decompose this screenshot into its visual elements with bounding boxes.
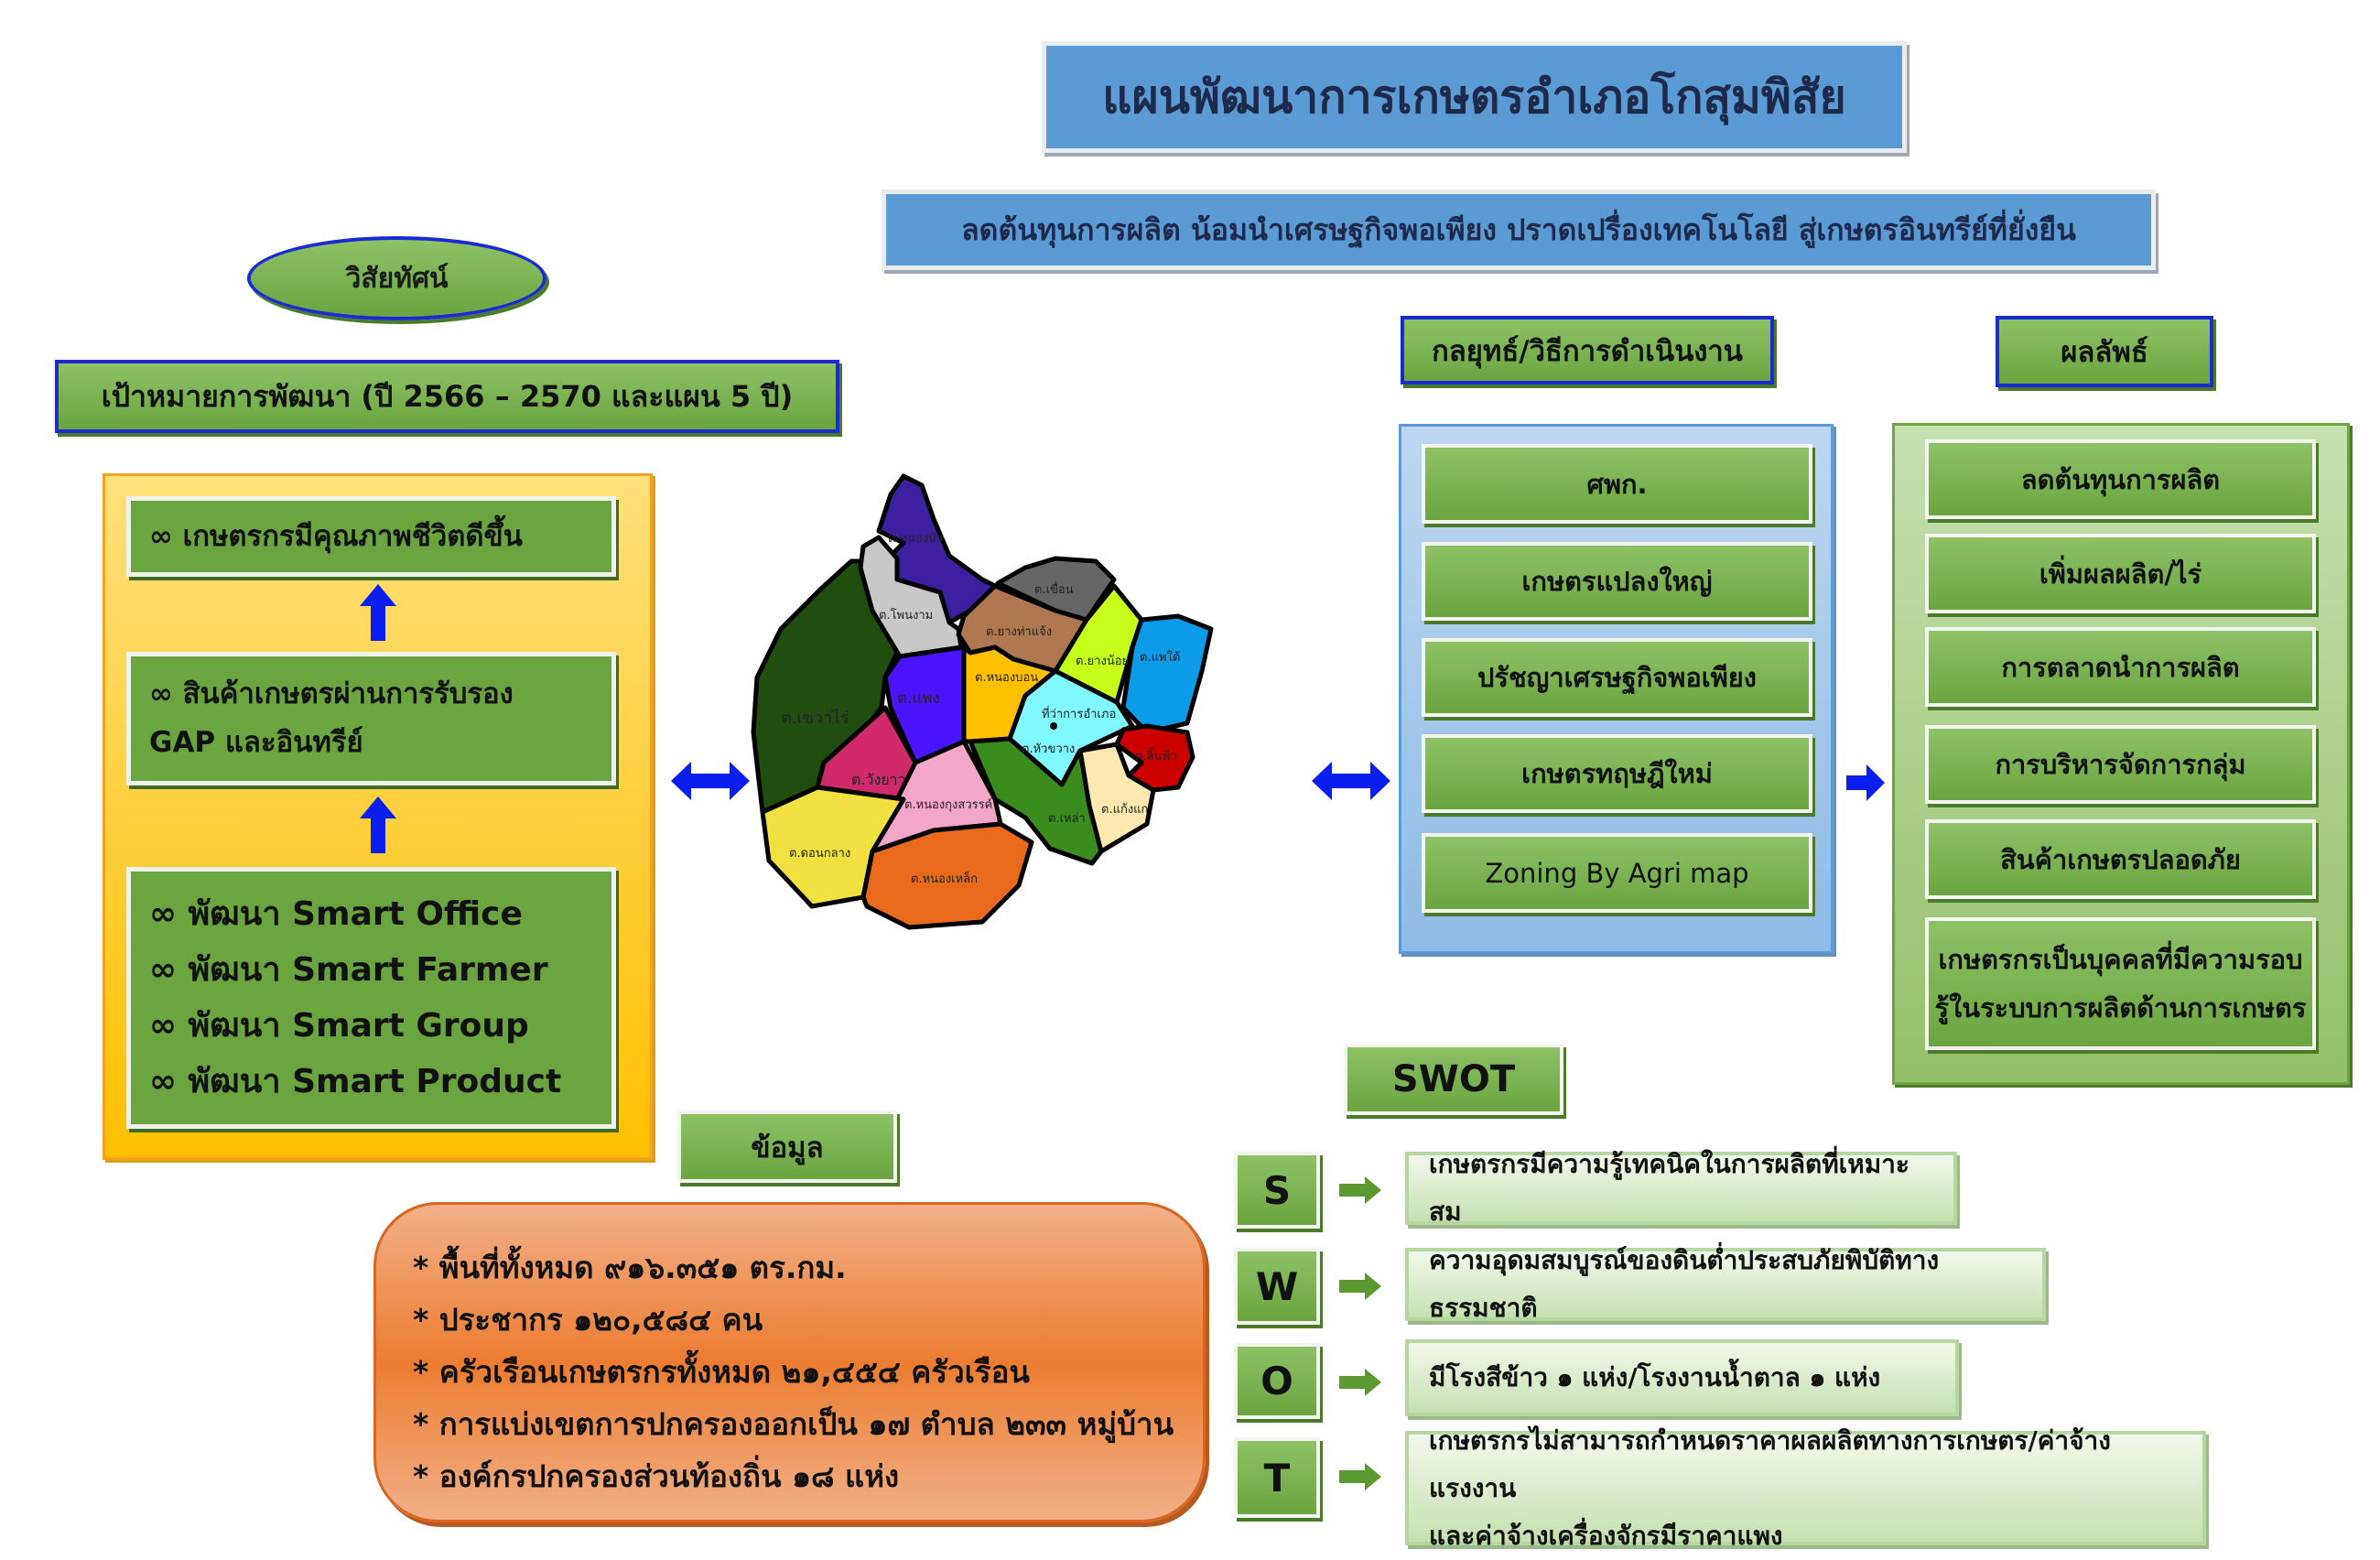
data-line: * การแบ่งเขตการปกครองออกเป็น ๑๗ ตำบล ๒๓๓… xyxy=(413,1406,1174,1442)
swot-letter-t: T xyxy=(1234,1437,1320,1518)
map-region-nonglek xyxy=(860,821,1034,930)
district-office-marker xyxy=(1050,722,1057,730)
right-arrow-icon xyxy=(1339,1273,1381,1300)
goal-text: ∞ สินค้าเกษตรผ่านการรับรอง xyxy=(149,677,514,711)
map-label: ต.ลิ้นฟ้า xyxy=(1135,747,1177,764)
slogan-banner: ลดต้นทุนการผลิต น้อมนำเศรษฐกิจพอเพียง ปร… xyxy=(882,190,2156,270)
map-region-phonngam xyxy=(858,535,964,659)
map-region-linfa xyxy=(1114,723,1195,793)
result-item: ลดต้นทุนการผลิต xyxy=(1925,439,2316,519)
map-label: ต.เหล่า xyxy=(1048,812,1086,826)
map-label: ต.หนองกุงสวรรค์ xyxy=(904,797,992,812)
map-label: ต.แก้งแก xyxy=(1101,803,1148,817)
map-label: ต.วังยาว xyxy=(851,771,906,788)
map-label: ที่ว่าการอำเภอ xyxy=(1042,706,1116,721)
swot-text: เกษตรกรมีความรู้เทคนิคในการผลิตที่เหมาะส… xyxy=(1429,1149,1909,1227)
right-arrow-icon xyxy=(1339,1369,1381,1396)
map-region-faetai xyxy=(1120,613,1214,735)
data-line: * พื้นที่ทั้งหมด ๙๑๖.๓๕๑ ตร.กม. xyxy=(413,1250,847,1285)
map-label: ต.ดอนกลาง xyxy=(789,847,850,861)
map-label: ต.แพใต้ xyxy=(1140,650,1180,665)
goal-header: เป้าหมายการพัฒนา (ปี 2566 – 2570 และแผน … xyxy=(55,360,839,433)
swot-text: มีโรงสีข้าว ๑ แห่ง/โรงงานน้ำตาล ๑ แห่ง xyxy=(1429,1362,1881,1392)
results-header: ผลลัพธ์ xyxy=(1996,316,2213,387)
district-data-box: * พื้นที่ทั้งหมด ๙๑๖.๓๕๑ ตร.กม. * ประชาก… xyxy=(373,1202,1206,1522)
goal-text: ∞ พัฒนา Smart Group xyxy=(149,1007,529,1045)
vision-label: วิสัยทัศน์ xyxy=(247,236,546,320)
strategy-item: ศพก. xyxy=(1422,444,1812,524)
map-label: ต.แพง xyxy=(897,689,940,708)
strategy-header: กลยุทธ์/วิธีการดำเนินงาน xyxy=(1401,316,1774,385)
map-label: ต.เขื่อน xyxy=(1034,581,1074,597)
double-arrow-icon xyxy=(671,762,750,800)
map-label: ต.โพนงาม xyxy=(879,608,933,623)
result-text: รู้ในระบบการผลิตด้านการเกษตร xyxy=(1934,991,2307,1024)
result-item: สินค้าเกษตรปลอดภัย xyxy=(1925,819,2316,899)
goal-text: ∞ พัฒนา Smart Office xyxy=(149,894,523,933)
swot-threat: เกษตรกรไม่สามารถกำหนดราคาผลผลิตทางการเกษ… xyxy=(1405,1425,2206,1551)
strategy-item: ปรัชญาเศรษฐกิจพอเพียง xyxy=(1422,638,1812,717)
swot-text: เกษตรกรไม่สามารถกำหนดราคาผลผลิตทางการเกษ… xyxy=(1429,1425,2111,1503)
swot-opportunity: มีโรงสีข้าว ๑ แห่ง/โรงงานน้ำตาล ๑ แห่ง xyxy=(1405,1339,1959,1416)
double-arrow-icon xyxy=(1312,762,1390,800)
swot-strength: เกษตรกรมีความรู้เทคนิคในการผลิตที่เหมาะส… xyxy=(1405,1149,1957,1227)
data-line: * ครัวเรือนเกษตรกรทั้งหมด ๒๑,๔๕๔ ครัวเรื… xyxy=(413,1354,1030,1390)
data-header: ข้อมูล xyxy=(677,1110,897,1183)
goal-text: ∞ พัฒนา Smart Product xyxy=(149,1063,562,1101)
strategy-item: เกษตรแปลงใหญ่ xyxy=(1422,542,1812,621)
map-label: ต.ยางน้อย xyxy=(1076,655,1129,668)
right-arrow-icon xyxy=(1339,1463,1381,1490)
page-title: แผนพัฒนาการเกษตรอำเภอโกสุมพิสัย xyxy=(1042,41,1907,153)
data-line: * องค์กรปกครองส่วนท้องถิ่น ๑๘ แห่ง xyxy=(413,1458,900,1494)
result-item: การบริหารจัดการกลุ่ม xyxy=(1925,725,2316,804)
result-item: การตลาดนำการผลิต xyxy=(1925,627,2316,707)
goal-text: ∞ เกษตรกรมีคุณภาพชีวิตดีขึ้น xyxy=(149,519,523,553)
map-region-kaengkae xyxy=(1077,742,1156,854)
goal-smart-programs: ∞ พัฒนา Smart Office ∞ พัฒนา Smart Farme… xyxy=(126,867,616,1129)
swot-header: SWOT xyxy=(1344,1044,1563,1115)
map-label: ต.หนองบัว xyxy=(888,532,943,546)
strategy-item: Zoning By Agri map xyxy=(1422,833,1812,913)
district-map: ต.หนองบัว ต.โพนงาม ต.เขื่อน ต.ยางท่าแจ้ง… xyxy=(751,473,1214,930)
right-arrow-icon xyxy=(1339,1176,1381,1204)
up-arrow-icon xyxy=(360,584,396,641)
swot-letter-w: W xyxy=(1234,1248,1320,1325)
map-label: ต.หนองเหล็ก xyxy=(911,870,978,886)
map-label: ต.เขวาไร่ xyxy=(781,708,849,728)
strategy-item: เกษตรทฤษฎีใหม่ xyxy=(1422,734,1812,813)
goal-certified-products: ∞ สินค้าเกษตรผ่านการรับรอง GAP และอินทรี… xyxy=(126,652,616,785)
swot-weakness: ความอุดมสมบูรณ์ของดินต่ำประสบภัยพิบัติทา… xyxy=(1405,1245,2046,1323)
map-label: ต.ยางท่าแจ้ง xyxy=(986,625,1052,639)
map-label: ต.หนองบอน xyxy=(975,671,1038,685)
map-region-donklang xyxy=(760,785,906,909)
goal-text: ∞ พัฒนา Smart Farmer xyxy=(149,950,548,989)
swot-letter-o: O xyxy=(1234,1343,1320,1419)
result-text: เกษตรกรเป็นบุคคลที่มีความรอบ xyxy=(1938,944,2303,976)
data-line: * ประชากร ๑๒๐,๕๘๔ คน xyxy=(413,1302,763,1338)
swot-letter-s: S xyxy=(1234,1152,1320,1229)
swot-text: และค่าจ้างเครื่องจักรมีราคาแพง xyxy=(1429,1520,1783,1551)
right-arrow-icon xyxy=(1846,764,1885,801)
result-item: เพิ่มผลผลิต/ไร่ xyxy=(1925,534,2316,613)
goal-text: GAP และอินทรีย์ xyxy=(149,726,363,759)
map-label: ต.หัวขวาง xyxy=(1022,742,1075,756)
swot-text: ความอุดมสมบูรณ์ของดินต่ำประสบภัยพิบัติทา… xyxy=(1429,1245,1940,1323)
up-arrow-icon xyxy=(360,796,396,853)
result-item: เกษตรกรเป็นบุคคลที่มีความรอบ รู้ในระบบกา… xyxy=(1925,917,2316,1050)
goal-quality-of-life: ∞ เกษตรกรมีคุณภาพชีวิตดีขึ้น xyxy=(126,496,616,577)
